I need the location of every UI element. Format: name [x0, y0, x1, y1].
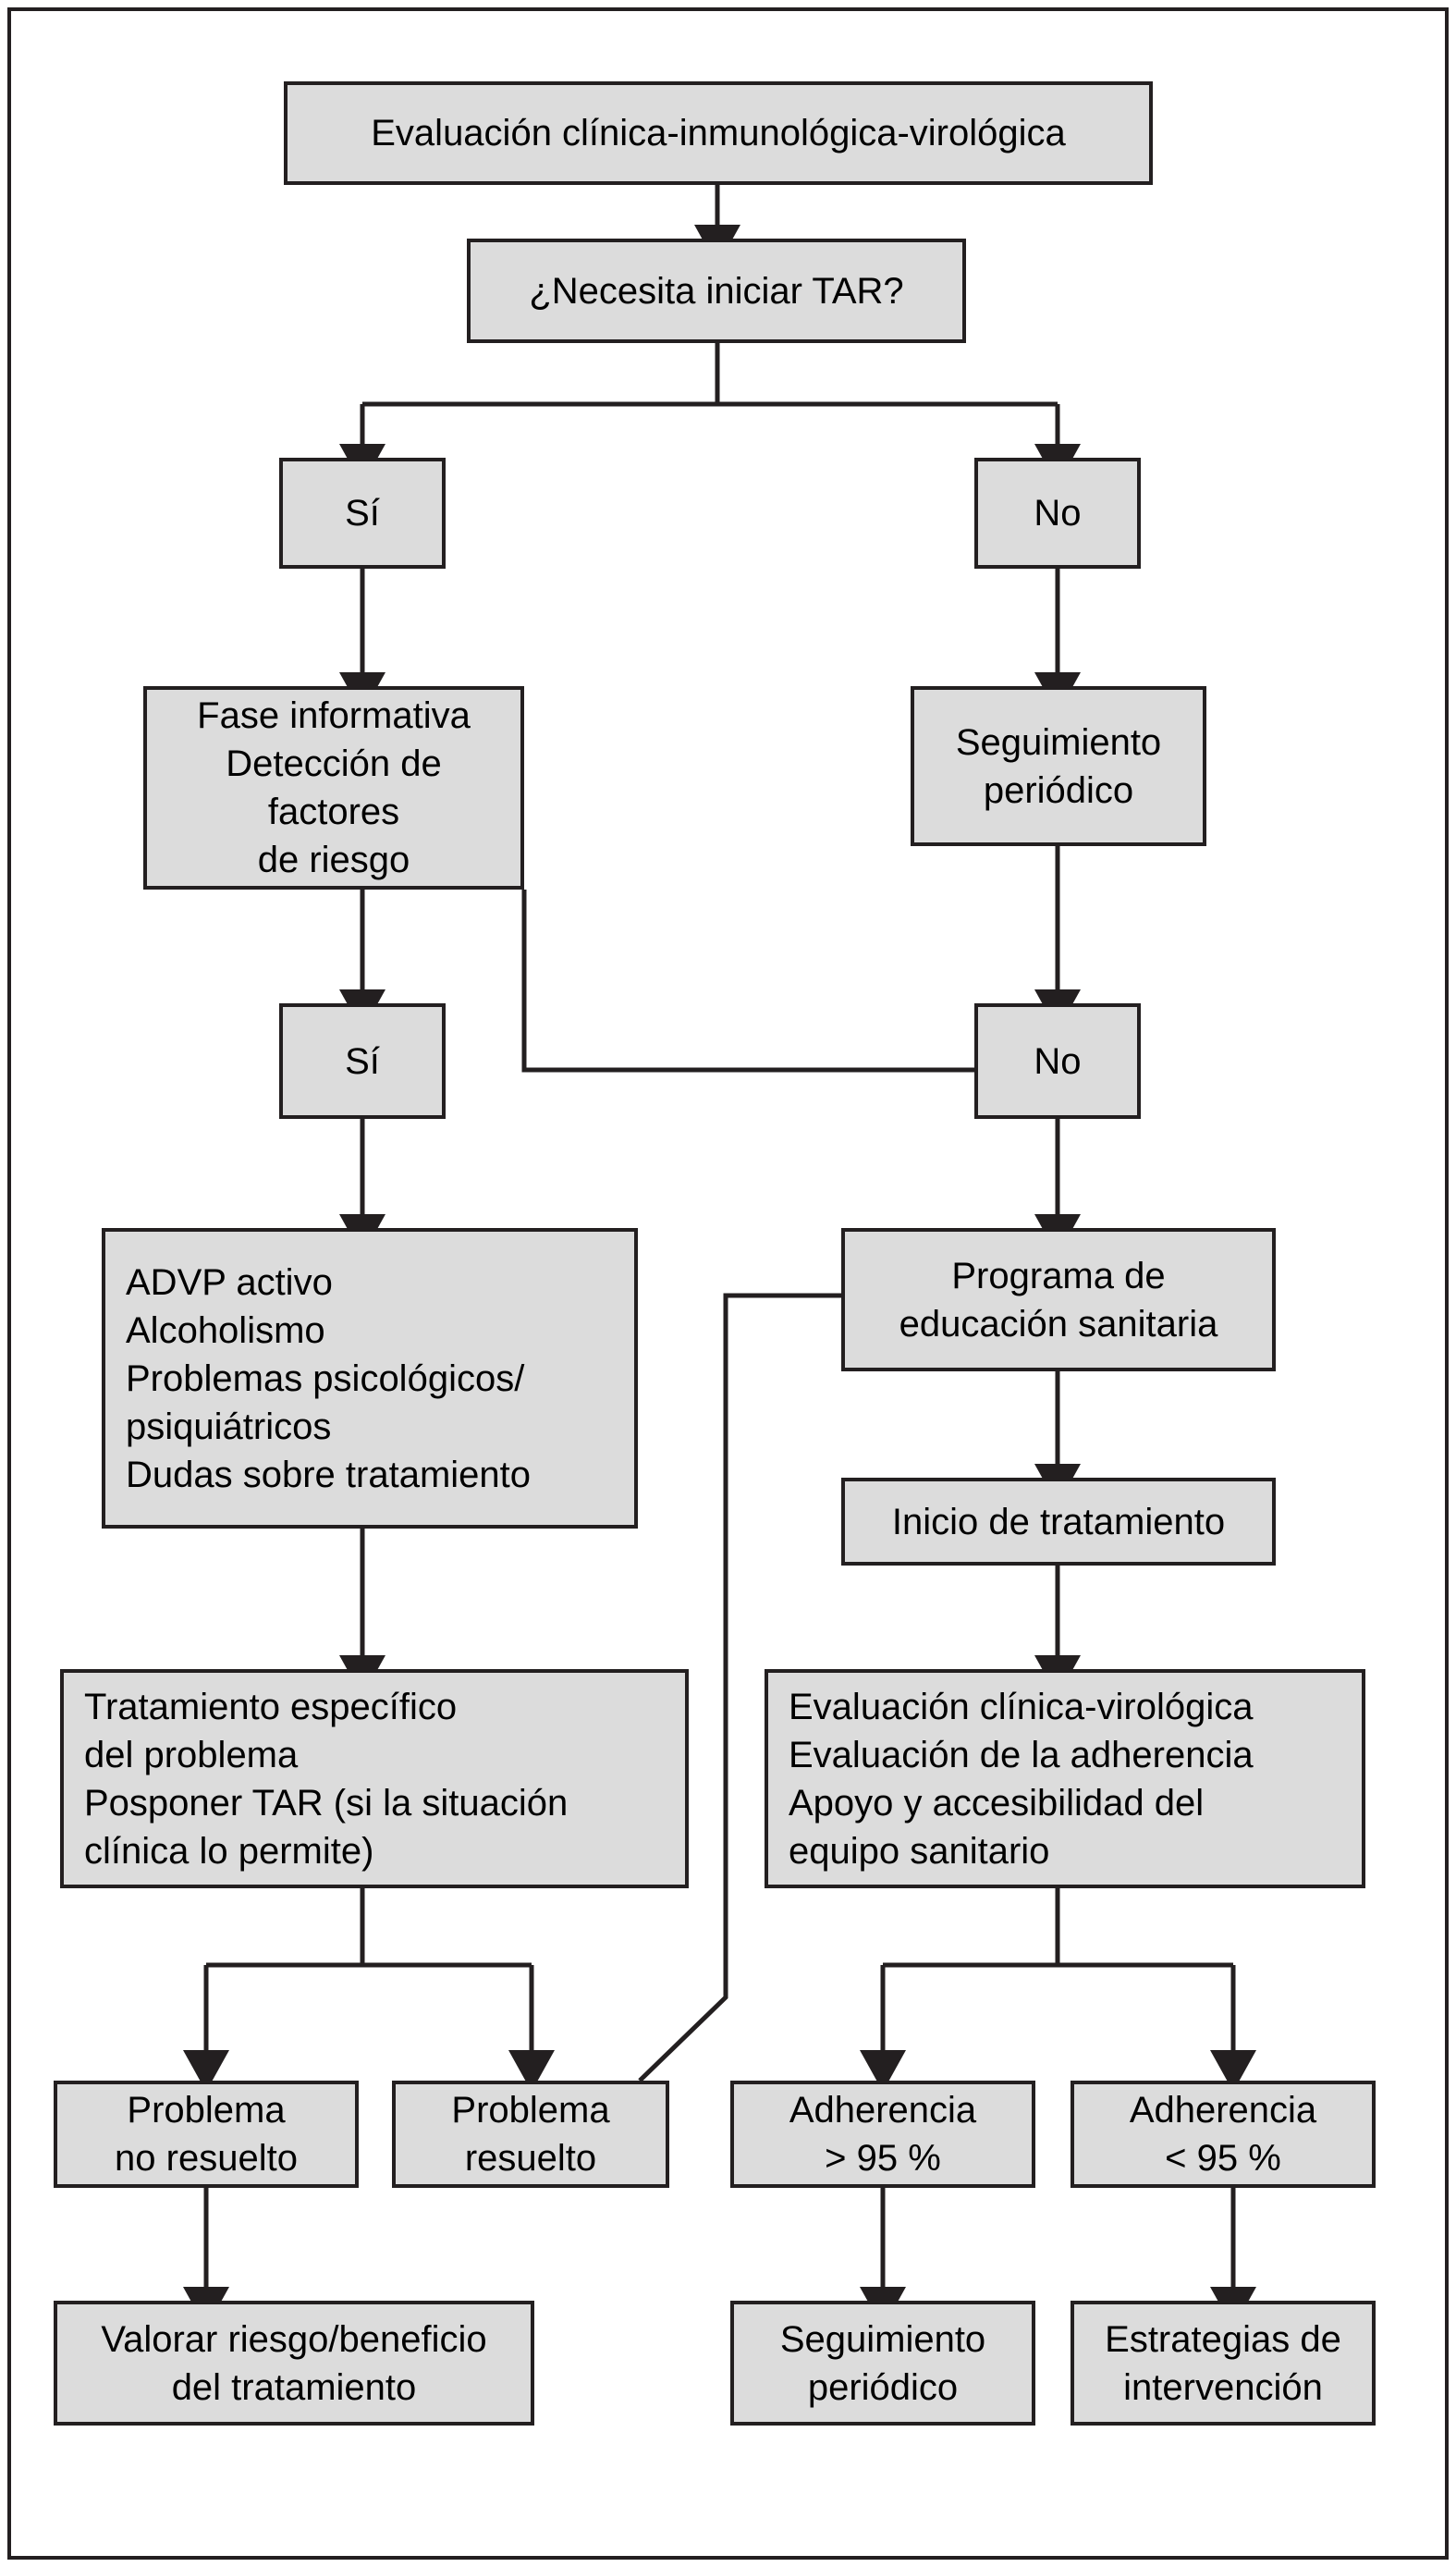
connector-evaluacion-split: [883, 1888, 1233, 1968]
connector-necesita-split: [362, 343, 1058, 407]
node-evaluacion-inicial[interactable]: Evaluación clínica-inmunológica-virológi…: [284, 81, 1153, 185]
connector-tratamiento-split: [206, 1888, 532, 1968]
node-valorar-riesgo-beneficio[interactable]: Valorar riesgo/beneficio del tratamiento: [54, 2301, 534, 2426]
node-evaluacion-seguimiento[interactable]: Evaluación clínica-virológica Evaluación…: [765, 1669, 1365, 1888]
node-necesita-iniciar-tar[interactable]: ¿Necesita iniciar TAR?: [467, 239, 966, 343]
node-factores-riesgo[interactable]: ADVP activo Alcoholismo Problemas psicol…: [102, 1228, 638, 1529]
node-problema-resuelto[interactable]: Problema resuelto: [392, 2081, 669, 2188]
node-estrategias-intervencion[interactable]: Estrategias de intervención: [1071, 2301, 1376, 2426]
node-no-1[interactable]: No: [974, 458, 1141, 569]
node-si-2[interactable]: Sí: [279, 1003, 446, 1119]
node-programa-educacion[interactable]: Programa de educación sanitaria: [841, 1228, 1276, 1371]
node-seguimiento-periodico-1[interactable]: Seguimiento periódico: [911, 686, 1206, 846]
connector-fase-to-no2: [521, 890, 1034, 1093]
node-adherencia-alta[interactable]: Adherencia > 95 %: [730, 2081, 1035, 2188]
node-tratamiento-especifico[interactable]: Tratamiento específico del problema Posp…: [60, 1669, 689, 1888]
node-inicio-tratamiento[interactable]: Inicio de tratamiento: [841, 1478, 1276, 1566]
node-problema-no-resuelto[interactable]: Problema no resuelto: [54, 2081, 359, 2188]
node-si-1[interactable]: Sí: [279, 458, 446, 569]
node-seguimiento-periodico-2[interactable]: Seguimiento periódico: [730, 2301, 1035, 2426]
node-fase-informativa[interactable]: Fase informativa Detección de factores d…: [143, 686, 524, 890]
node-no-2[interactable]: No: [974, 1003, 1141, 1119]
node-adherencia-baja[interactable]: Adherencia < 95 %: [1071, 2081, 1376, 2188]
